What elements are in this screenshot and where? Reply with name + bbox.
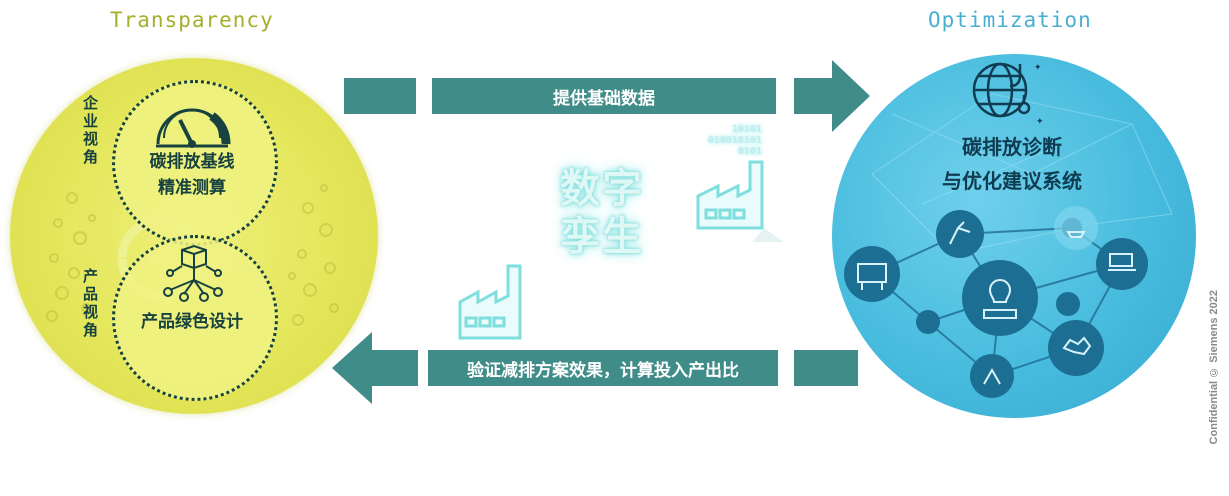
binary-line1: 10101 xyxy=(731,124,762,135)
svg-text:✦: ✦ xyxy=(1036,117,1044,127)
factory-icon-upper xyxy=(696,160,784,242)
cube-network-icon xyxy=(163,244,223,302)
digital-twin-line1: 数字 xyxy=(560,165,644,212)
factory-icon-lower xyxy=(458,264,522,340)
transparency-title: Transparency xyxy=(110,8,274,32)
enterprise-view-label: 企业视角 xyxy=(81,95,99,167)
robot-arm-icon xyxy=(936,210,984,258)
baseline-label-line1: 碳排放基线 xyxy=(149,152,235,172)
top-arrow-head xyxy=(794,60,870,132)
bottom-arrow-head xyxy=(332,332,418,404)
green-design-label: 产品绿色设计 xyxy=(141,312,243,332)
ship-icon xyxy=(1054,206,1098,250)
gear-cluster-icon xyxy=(1048,320,1104,376)
optimization-title: Optimization xyxy=(928,8,1092,32)
gauge-icon xyxy=(156,108,231,148)
binary-code: 10101 010010101 0101 xyxy=(690,124,762,157)
confidential-notice: Confidential © Siemens 2022 xyxy=(1208,290,1220,445)
globe-stethoscope-icon: ✦ ✦ xyxy=(972,62,1044,127)
diagnosis-label-line1: 碳排放诊断 xyxy=(962,135,1062,159)
industrial-machine-icon xyxy=(844,246,900,302)
top-arrow-tail xyxy=(344,78,416,114)
svg-text:✦: ✦ xyxy=(1034,63,1042,73)
network-graph xyxy=(844,93,1173,398)
baseline-calc-circle xyxy=(112,80,278,246)
bottom-arrow-label: 验证减排方案效果，计算投入产出比 xyxy=(428,350,778,386)
diagnosis-label-line2: 与优化建议系统 xyxy=(942,169,1082,193)
digital-twin-line2: 孪生 xyxy=(560,213,644,260)
bottom-arrow-tail xyxy=(794,350,858,386)
binary-line3: 0101 xyxy=(737,146,762,157)
lightbulb-icon xyxy=(962,260,1038,336)
binary-line2: 010010101 xyxy=(707,135,762,146)
crane-icon xyxy=(970,354,1014,398)
conveyor-icon xyxy=(1096,238,1148,290)
baseline-label-line2: 精准测算 xyxy=(158,178,226,198)
product-view-label: 产品视角 xyxy=(81,268,99,340)
top-arrow-label: 提供基础数据 xyxy=(432,78,776,114)
